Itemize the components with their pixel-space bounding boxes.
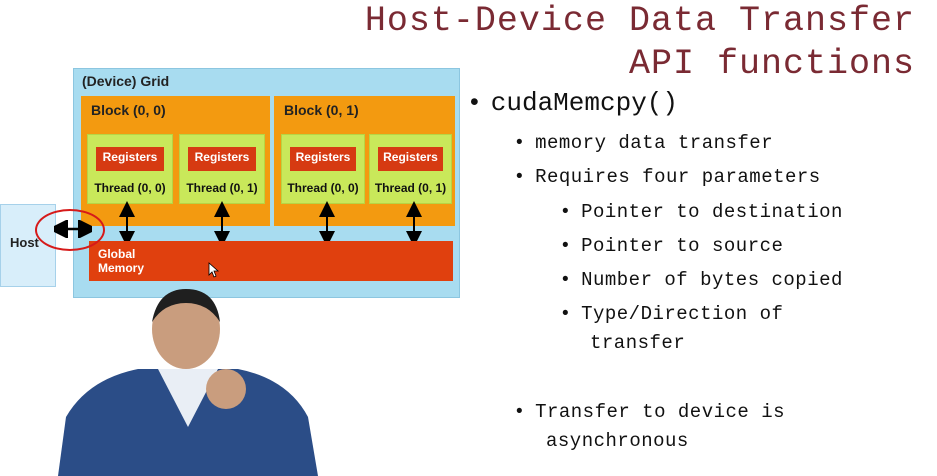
block-label: Block (0, 1) <box>284 102 359 118</box>
device-grid-diagram: (Device) Grid Block (0, 0) Registers Thr… <box>73 68 460 298</box>
registers-box: Registers <box>378 147 443 171</box>
bullet-text: Type/Direction of <box>581 303 784 325</box>
registers-box: Registers <box>96 147 164 171</box>
thread-box: Registers Thread (0, 0) <box>281 134 365 204</box>
registers-box: Registers <box>188 147 256 171</box>
thread-label: Thread (0, 0) <box>287 181 359 195</box>
thread-box: Registers Thread (0, 1) <box>179 134 265 204</box>
host-label: Host <box>10 235 39 250</box>
memory-arrows <box>119 201 422 247</box>
thread-label: Thread (0, 1) <box>186 181 258 195</box>
bullet-level-2: • memory data transfer <box>516 132 774 154</box>
bullet-continuation: asynchronous <box>546 430 689 452</box>
thread-label: Thread (0, 1) <box>374 181 447 195</box>
highlight-circle <box>35 209 105 251</box>
memory-label-line-2: Memory <box>98 261 145 275</box>
mouse-cursor-icon <box>208 262 220 278</box>
grid-label: (Device) Grid <box>82 73 170 89</box>
bullet-continuation: transfer <box>590 332 686 354</box>
bullet-level-3: • Pointer to source <box>562 235 784 257</box>
bullet-level-2: • Requires four parameters <box>516 166 821 188</box>
bullet-level-2: • Transfer to device is <box>516 401 786 423</box>
block-0-0: Block (0, 0) Registers Thread (0, 0) Reg… <box>81 96 270 226</box>
bullet-text: Requires four parameters <box>535 166 821 188</box>
registers-box: Registers <box>290 147 356 171</box>
bullet-text: Number of bytes copied <box>581 269 843 291</box>
slide-title-line-1: Host-Device Data Transfer <box>364 1 915 41</box>
memory-label-line-1: Global <box>98 247 136 261</box>
thread-box: Registers Thread (0, 0) <box>87 134 173 204</box>
presenter-video-figure <box>58 289 318 476</box>
thread-box: Registers Thread (0, 1) <box>369 134 452 204</box>
bullet-main: •cudaMemcpy() <box>470 88 678 118</box>
block-0-1: Block (0, 1) Registers Thread (0, 0) Reg… <box>274 96 455 226</box>
block-label: Block (0, 0) <box>91 102 166 118</box>
slide-title-line-2: API functions <box>628 44 915 84</box>
bullet-text: memory data transfer <box>535 132 774 154</box>
bullet-main-text: cudaMemcpy() <box>490 88 678 118</box>
thread-label: Thread (0, 0) <box>94 181 166 195</box>
bullet-level-3: • Pointer to destination <box>562 201 843 223</box>
bullet-text: Pointer to source <box>581 235 784 257</box>
global-memory-box: Global Memory <box>89 241 453 281</box>
bullet-level-3: • Type/Direction of <box>562 303 784 325</box>
host-device-arrow-icon <box>54 220 92 238</box>
bullet-text: Transfer to device is <box>535 401 786 423</box>
bullet-text: Pointer to destination <box>581 201 843 223</box>
bullet-level-3: • Number of bytes copied <box>562 269 843 291</box>
